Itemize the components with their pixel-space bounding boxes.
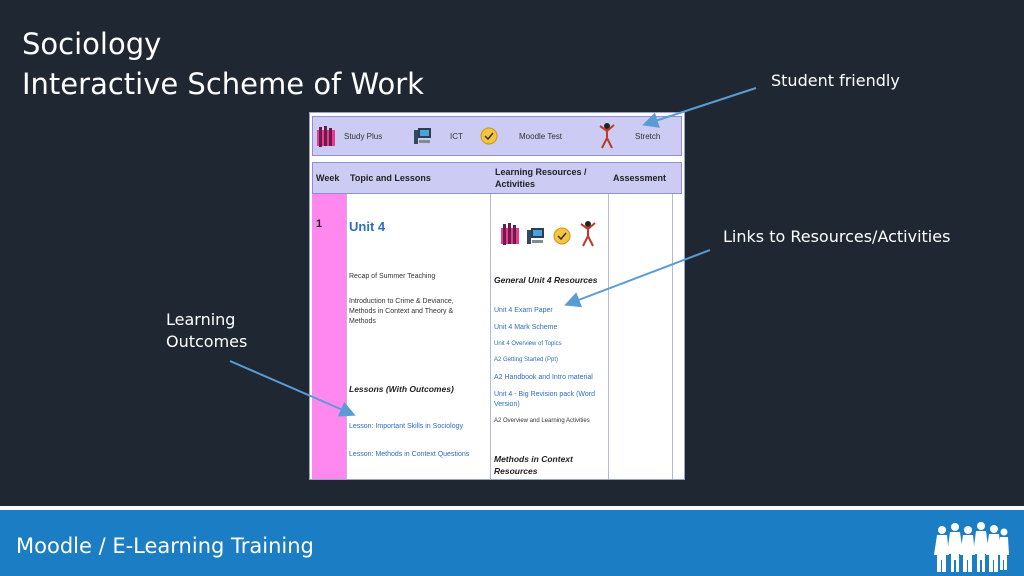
week-number: 1	[316, 218, 323, 230]
header-resources-line-2: Activities	[495, 179, 536, 189]
scheme-of-work-screenshot: Study Plus ICT Moodle Test Stretch Week …	[309, 112, 685, 480]
computer-icon	[414, 128, 431, 144]
methods-heading-line-2: Resources	[494, 466, 538, 476]
header-week: Week	[316, 173, 340, 183]
moodle-test-icon	[480, 127, 498, 145]
divider	[608, 194, 609, 479]
callout-student-friendly: Student friendly	[771, 71, 900, 90]
topic-intro-line-1: Introduction to Crime & Deviance,	[349, 298, 454, 305]
title-line-1: Sociology	[22, 27, 162, 61]
slide-title: Sociology Interactive Scheme of Work	[22, 24, 424, 104]
resource-link-revision-line-2[interactable]: Version)	[494, 401, 520, 408]
study-plus-icon	[501, 223, 519, 245]
computer-icon	[527, 228, 544, 244]
footer-bar: Moodle / E-Learning Training	[0, 506, 1024, 576]
nav-study-plus-label: Study Plus	[344, 131, 383, 141]
general-resources-heading: General Unit 4 Resources	[494, 275, 598, 285]
resource-link-exam-paper[interactable]: Unit 4 Exam Paper	[494, 307, 553, 314]
table-header: Week Topic and Lessons Learning Resource…	[312, 162, 682, 194]
methods-heading-line-1: Methods in Context	[494, 454, 573, 464]
week-column	[312, 194, 346, 479]
resource-icons-row	[501, 221, 596, 247]
resource-link-overview[interactable]: Unit 4 Overview of Topics	[494, 341, 562, 347]
unit-title: Unit 4	[349, 219, 386, 234]
lesson-link-skills[interactable]: Lesson: Important Skills in Sociology	[349, 423, 463, 430]
header-assessment: Assessment	[613, 173, 667, 183]
callout-outcomes-line-1: Learning	[166, 310, 236, 329]
nav-ict[interactable]: ICT	[413, 123, 463, 149]
topic-intro-line-3: Methods	[349, 318, 376, 325]
lesson-link-methods[interactable]: Lesson: Methods in Context Questions	[349, 451, 470, 458]
resource-link-revision-line-1[interactable]: Unit 4 - Big Revision pack (Word	[494, 391, 596, 398]
callout-outcomes-line-2: Outcomes	[166, 332, 248, 351]
resource-link-handbook[interactable]: A2 Handbook and Intro material	[494, 374, 593, 381]
people-silhouettes-logo	[934, 522, 1009, 572]
topic-intro-line-2: Methods in Context and Theory &	[349, 308, 454, 315]
nav-ict-label: ICT	[450, 131, 463, 141]
resource-a2-overview: A2 Overview and Learning Activities	[494, 418, 590, 424]
title-line-2: Interactive Scheme of Work	[22, 67, 424, 101]
footer-text: Moodle / E-Learning Training	[16, 534, 314, 558]
lessons-heading: Lessons (With Outcomes)	[349, 384, 454, 394]
nav-stretch-label: Stretch	[635, 131, 661, 141]
header-topic: Topic and Lessons	[350, 173, 431, 183]
nav-moodle-test-label: Moodle Test	[519, 131, 562, 141]
moodle-test-icon	[553, 227, 571, 245]
resource-nav-bar: Study Plus ICT Moodle Test Stretch	[312, 116, 682, 156]
study-plus-icon	[317, 126, 335, 147]
nav-stretch[interactable]: Stretch	[597, 123, 660, 149]
topic-recap: Recap of Summer Teaching	[349, 273, 436, 280]
stretch-figure-icon	[599, 123, 615, 149]
header-resources-line-1: Learning Resources /	[495, 167, 587, 177]
nav-moodle-test[interactable]: Moodle Test	[479, 123, 562, 149]
scheme-table: Week Topic and Lessons Learning Resource…	[312, 162, 682, 479]
resource-link-getting-started[interactable]: A2 Getting Started (Ppt)	[494, 357, 559, 363]
stretch-figure-icon	[580, 221, 596, 247]
resource-link-mark-scheme[interactable]: Unit 4 Mark Scheme	[494, 324, 558, 331]
nav-study-plus[interactable]: Study Plus	[316, 123, 382, 149]
callout-outcomes: Learning Outcomes	[166, 309, 247, 353]
divider	[672, 194, 673, 479]
divider	[346, 194, 347, 479]
divider	[490, 194, 491, 479]
callout-links: Links to Resources/Activities	[723, 227, 951, 246]
